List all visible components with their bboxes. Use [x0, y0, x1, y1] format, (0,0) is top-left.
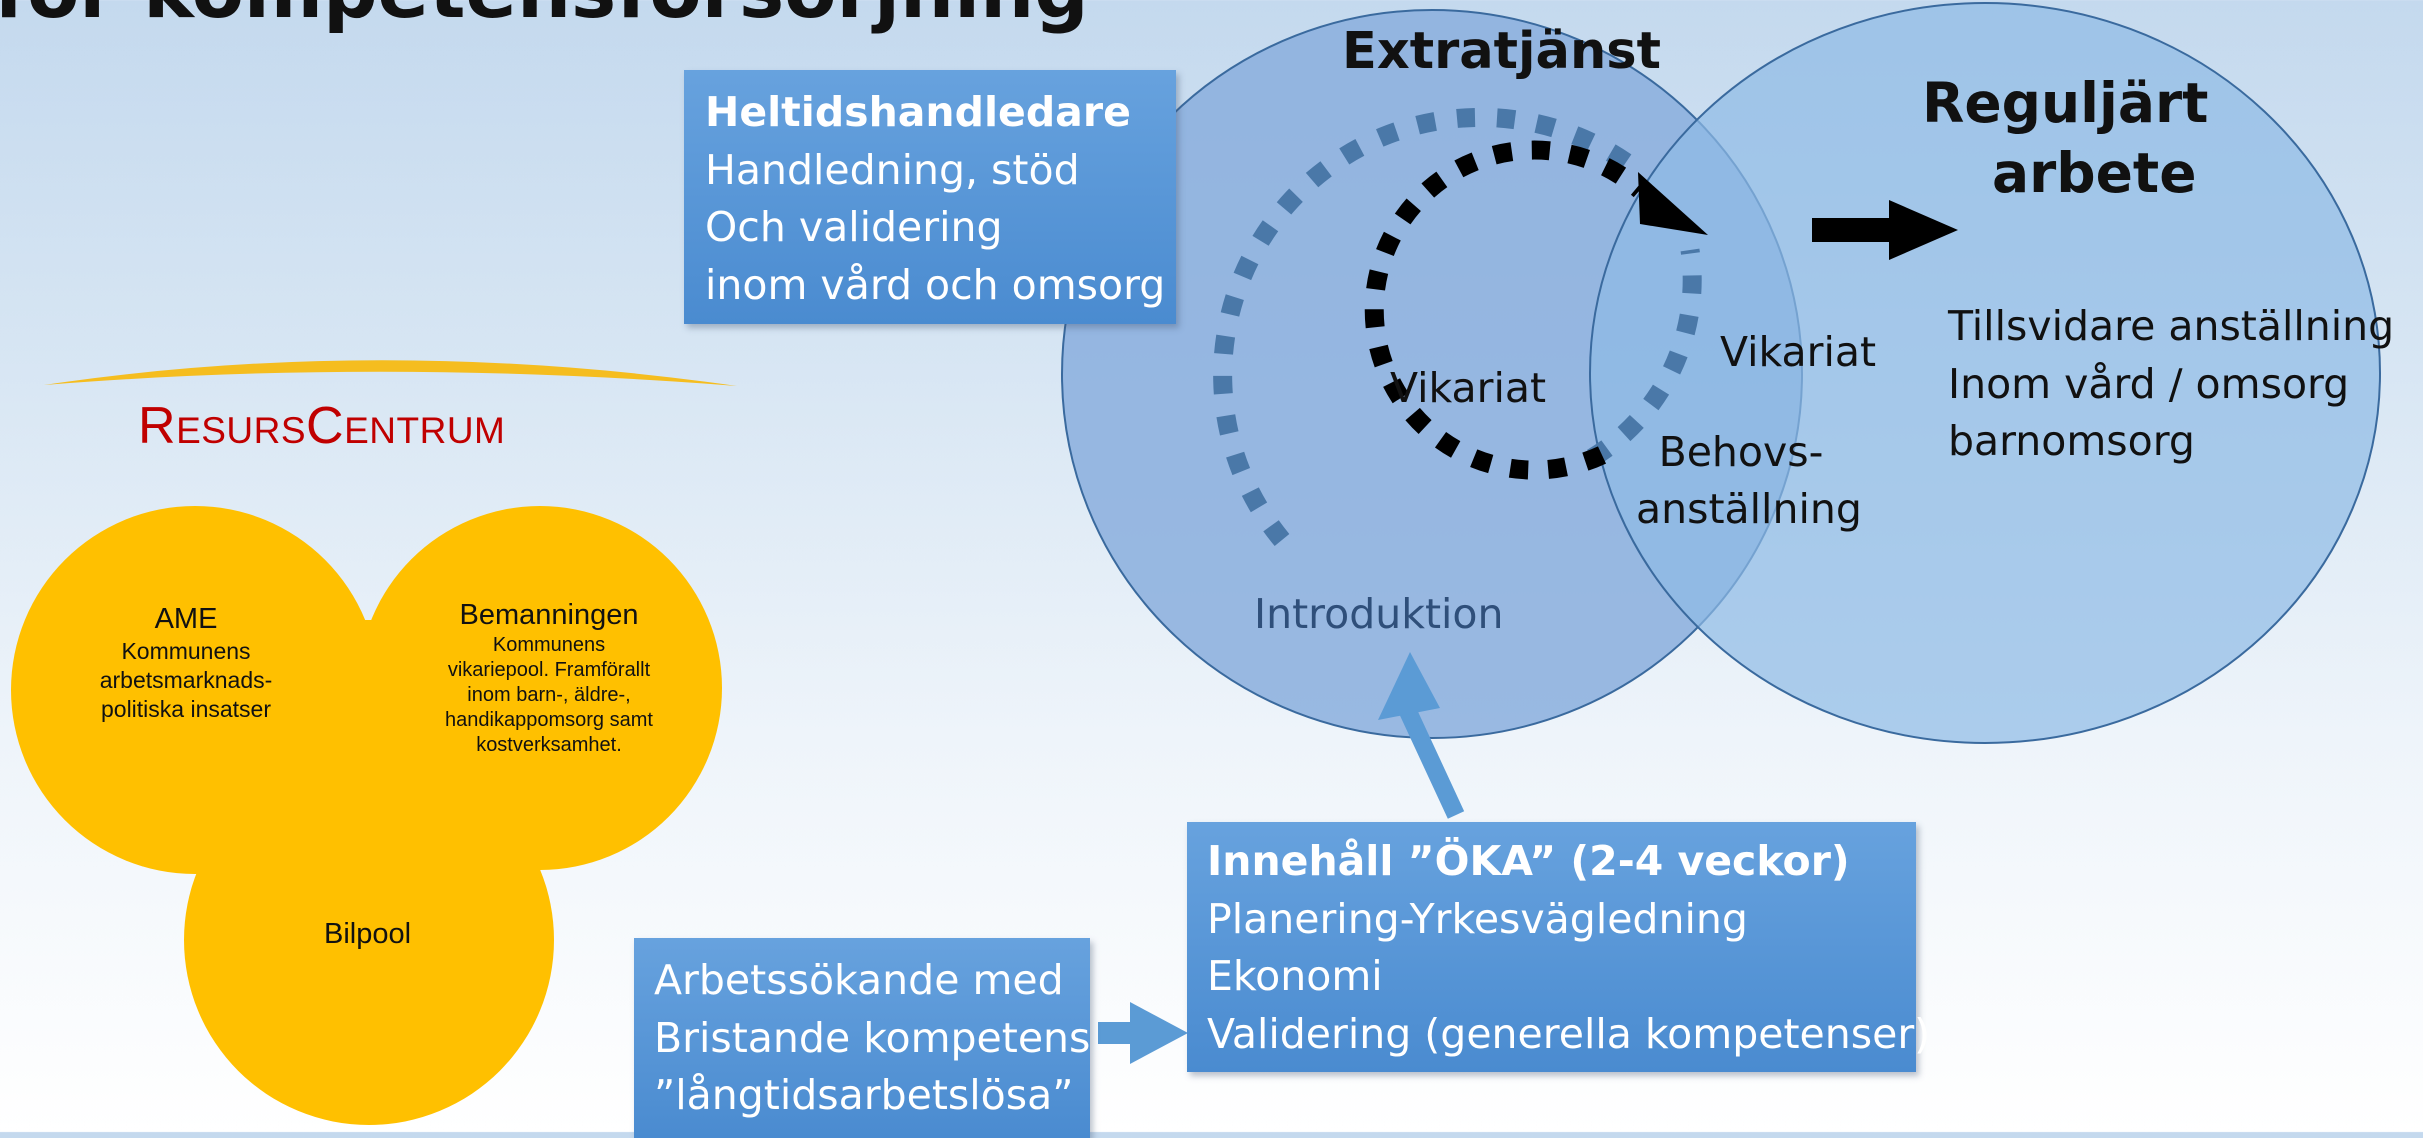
- regular-detail: Tillsvidare anställning: [1948, 302, 2395, 350]
- heltid-line: Handledning, stöd: [705, 145, 1080, 194]
- behovs-line2: anställning: [1636, 485, 1862, 533]
- bemanningen-line: Kommunens: [492, 634, 606, 656]
- outer-dashed-arc-right: [1587, 248, 1702, 467]
- bemanningen-title: Bemanningen: [459, 599, 639, 631]
- resurscentrum-logo: RESURSCENTRUM: [138, 396, 505, 456]
- bemanningen-text: Bemanningen Kommunens vikariepool. Framf…: [419, 598, 679, 758]
- innehall-line: Planering-Yrkesvägledning: [1207, 894, 1748, 943]
- bilpool-title: Bilpool: [324, 918, 412, 950]
- vikariat-inner-label: Vikariat: [1390, 364, 1547, 412]
- regular-line2: arbete: [1992, 141, 2197, 205]
- ame-text: AME Kommunens arbetsmarknads- politiska …: [86, 602, 286, 724]
- outer-dashed-arc: [1213, 107, 1636, 547]
- arrow-arbets-head: [1130, 1002, 1188, 1064]
- arbetssokande-box: Arbetssökande med Bristande kompetens ”l…: [634, 938, 1090, 1138]
- logo-letter-c: C: [306, 397, 345, 455]
- ame-line: politiska insatser: [100, 696, 272, 722]
- innehall-line: Ekonomi: [1207, 952, 1383, 1000]
- ring-arrowhead: [1638, 172, 1708, 235]
- innehall-title: Innehåll ”ÖKA” (2-4 veckor): [1207, 837, 1850, 885]
- bemanningen-line: vikariepool. Framförallt: [447, 659, 651, 681]
- behovs-line1: Behovs-: [1658, 428, 1824, 476]
- regular-detail: Inom vård / omsorg: [1948, 359, 2350, 408]
- regular-work-label: Reguljärt arbete: [1922, 68, 2262, 208]
- arbets-line: Bristande kompetens: [654, 1013, 1091, 1062]
- logo-letter-r: R: [138, 397, 177, 455]
- resurscentrum-circles: [11, 506, 722, 1125]
- vikariat-right-label: Vikariat: [1720, 328, 1877, 376]
- innehall-oka-box: Innehåll ”ÖKA” (2-4 veckor) Planering-Yr…: [1187, 822, 1931, 1072]
- introduktion-label: Introduktion: [1254, 590, 1504, 638]
- arrow-arbets-body: [1098, 1022, 1132, 1044]
- heltid-line: inom vård och omsorg: [705, 260, 1166, 309]
- behovsanstallning-label: Behovs- anställning: [1636, 424, 1862, 538]
- extratjanst-label: Extratjänst: [1342, 22, 1661, 81]
- ame-line: Kommunens: [121, 638, 251, 664]
- regular-line1: Reguljärt: [1922, 71, 2209, 135]
- logo-word-esurs: ESURS: [176, 410, 307, 451]
- heltid-title: Heltidshandledare: [705, 88, 1131, 136]
- ame-line: arbetsmarknads-: [99, 667, 273, 693]
- bemanningen-line: inom barn-, äldre-,: [467, 684, 631, 706]
- heltidshandledare-box: Heltidshandledare Handledning, stöd Och …: [684, 70, 1176, 324]
- circles-fill: [195, 620, 540, 940]
- regular-detail: barnomsorg: [1948, 417, 2195, 465]
- inner-dashed-ring: [1364, 140, 1647, 480]
- logo-swoosh: [44, 360, 737, 386]
- ame-title: AME: [154, 603, 218, 635]
- regular-work-ellipse: [1589, 2, 2381, 744]
- arrow-to-regular-head: [1889, 200, 1958, 260]
- logo-word-entrum: ENTRUM: [344, 410, 506, 451]
- arrow-introduktion-head: [1378, 652, 1440, 720]
- arrow-introduktion-line: [1396, 701, 1465, 819]
- heltid-line: Och validering: [705, 203, 1003, 251]
- page-title: för kompetensförsörjning: [0, 0, 1089, 41]
- arbets-line: Arbetssökande med: [654, 956, 1064, 1004]
- bemanningen-line: handikappomsorg samt: [445, 709, 653, 731]
- arbets-line: ”långtidsarbetslösa”: [654, 1071, 1074, 1119]
- regular-work-details: Tillsvidare anställning Inom vård / omso…: [1948, 298, 2394, 471]
- innehall-line: Validering (generella kompetenser): [1207, 1009, 1931, 1058]
- bemanningen-line: kostverksamhet.: [476, 734, 622, 756]
